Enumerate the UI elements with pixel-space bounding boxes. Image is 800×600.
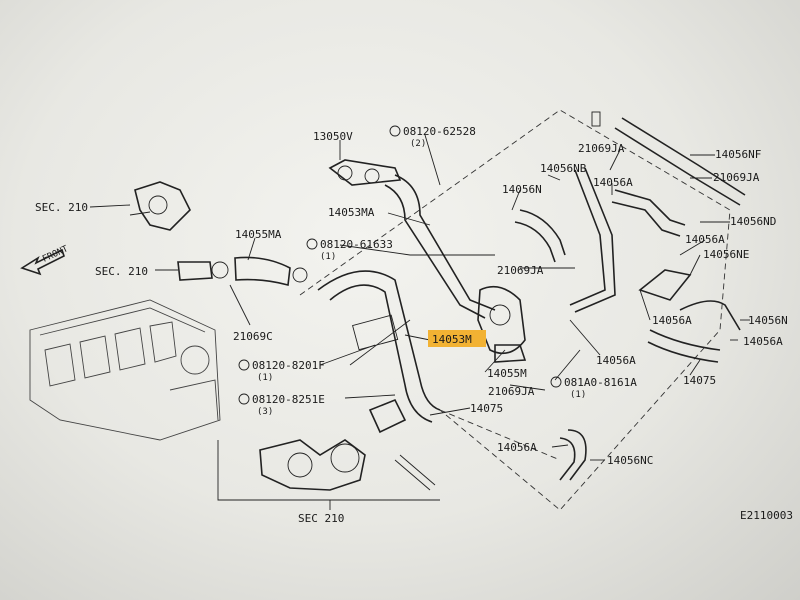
label-14056a-3: 14056A bbox=[652, 314, 692, 327]
hose-14056a-right-b bbox=[647, 341, 719, 363]
hose-14056ne bbox=[638, 269, 692, 301]
pipe-14056nb bbox=[569, 169, 606, 306]
label-bolt-8201f-qty: (1) bbox=[257, 373, 273, 383]
label-14056a-5: 14056A bbox=[596, 354, 636, 367]
pipe-14056nb-b bbox=[574, 167, 616, 313]
hose-14055ma bbox=[177, 256, 308, 287]
water-outlet bbox=[477, 285, 527, 363]
hose-14056a-ur-b bbox=[611, 201, 681, 237]
hose-14056n-right bbox=[679, 300, 741, 331]
label-14056nd: 14056ND bbox=[730, 215, 776, 228]
label-14056a-4: 14056A bbox=[743, 335, 783, 348]
label-bolt-62528-qty: (2) bbox=[410, 139, 426, 149]
hose-14053ma bbox=[328, 159, 496, 319]
label-14056a-2: 14056A bbox=[685, 233, 725, 246]
label-14056a-6: 14056A bbox=[497, 441, 537, 454]
label-bolt-8161a-qty: (1) bbox=[570, 390, 586, 400]
hose-14056a-right bbox=[649, 329, 721, 351]
engine-block bbox=[29, 299, 221, 441]
label-14056a-1: 14056A bbox=[593, 176, 633, 189]
label-21069ja-mid: 21069JA bbox=[497, 264, 544, 277]
label-14056nc: 14056NC bbox=[607, 454, 653, 467]
label-14075-right: 14075 bbox=[683, 374, 716, 387]
bolt-markers bbox=[238, 125, 562, 405]
highlight-14053m bbox=[428, 330, 486, 347]
hose-14056n bbox=[519, 209, 566, 256]
bottom-assembly bbox=[217, 398, 440, 501]
hose-14056nf bbox=[591, 111, 746, 206]
label-bolt-61633-qty: (1) bbox=[320, 252, 336, 262]
reference-line bbox=[439, 409, 561, 461]
hose-14056a-ur bbox=[614, 189, 686, 226]
hose-14056nc-b bbox=[559, 437, 576, 481]
leader-lines bbox=[89, 134, 750, 510]
label-14055m: 14055M bbox=[487, 367, 527, 380]
label-sec210-top: SEC. 210 bbox=[35, 201, 88, 214]
label-14056n: 14056N bbox=[502, 183, 542, 196]
label-14056n-right: 14056N bbox=[748, 314, 788, 327]
hose-14053m bbox=[317, 270, 441, 423]
label-bolt-61633: 08120-61633 bbox=[320, 238, 393, 251]
hose-14056nc bbox=[567, 429, 587, 481]
label-bolt-8161a: 081A0-8161A bbox=[564, 376, 637, 389]
label-14055ma: 14055MA bbox=[235, 228, 282, 241]
label-21069ja-right: 21069JA bbox=[713, 171, 760, 184]
label-21069ja-top: 21069JA bbox=[578, 142, 625, 155]
label-14053ma: 14053MA bbox=[328, 206, 375, 219]
hose-14056n-b bbox=[514, 221, 556, 263]
label-13050v: 13050V bbox=[313, 130, 353, 143]
label-sec210-mid: SEC. 210 bbox=[95, 265, 148, 278]
label-bolt-8251e-qty: (3) bbox=[257, 407, 273, 417]
front-arrow-icon bbox=[20, 248, 65, 276]
label-21069c: 21069C bbox=[233, 330, 273, 343]
label-14075-low: 14075 bbox=[470, 402, 503, 415]
label-14053m: 14053M bbox=[432, 333, 472, 346]
label-21069ja-low: 21069JA bbox=[488, 385, 535, 398]
label-bolt-8201f: 08120-8201F bbox=[252, 359, 325, 372]
reference-outline bbox=[299, 109, 731, 511]
label-bolt-8251e: 08120-8251E bbox=[252, 393, 325, 406]
label-14056ne: 14056NE bbox=[703, 248, 749, 261]
label-bolt-62528: 08120-62528 bbox=[403, 125, 476, 138]
label-reference-code: E2110003 bbox=[740, 509, 793, 522]
label-sec210-bottom: SEC 210 bbox=[298, 512, 344, 525]
fitting-top-left bbox=[129, 181, 191, 231]
label-front: FRONT bbox=[41, 244, 70, 265]
label-14056nf: 14056NF bbox=[715, 148, 761, 161]
label-14056nb: 14056NB bbox=[540, 162, 587, 175]
